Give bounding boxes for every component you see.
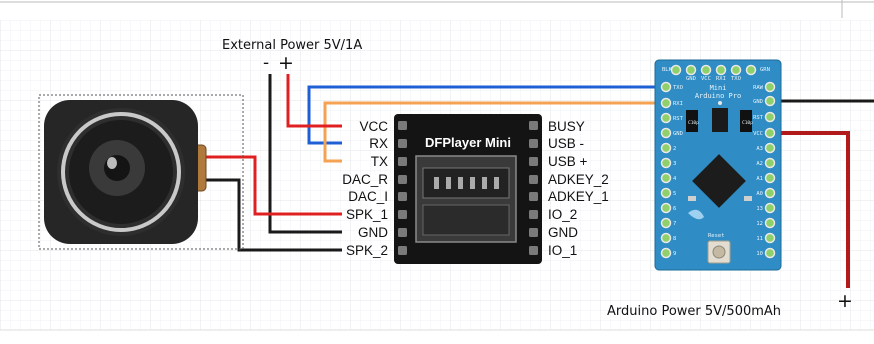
arduino-right-pin-12: 12 bbox=[756, 221, 763, 227]
reset-label: Reset bbox=[708, 233, 725, 239]
arduino-right-pin-a1: A1 bbox=[756, 176, 763, 182]
arduino-left-pin-rxi: RXI bbox=[673, 101, 683, 107]
logo-icon bbox=[688, 209, 704, 220]
arduino-left-pin-2: 2 bbox=[673, 146, 676, 152]
arduino-right-pin-13: 13 bbox=[756, 206, 763, 212]
capacitor-2-label: C10p bbox=[742, 120, 753, 126]
arduino-right-pin-11: 11 bbox=[756, 236, 763, 242]
dfplayer-pin-dac-l: DAC_I bbox=[348, 189, 388, 204]
dfplayer-mini-board: DFPlayer Mini bbox=[394, 114, 542, 264]
arduino-right-pin-rst: RST bbox=[753, 115, 764, 121]
arduino-left-pin-gnd: GND bbox=[673, 131, 683, 137]
arduino-left-pin-8: 8 bbox=[673, 236, 676, 242]
dfplayer-pin-usb-minus: USB - bbox=[548, 136, 584, 151]
arduino-left-pin-4: 4 bbox=[673, 176, 677, 182]
arduino-top-pin-txo: TXO bbox=[731, 76, 741, 82]
dfplayer-pin-gnd-left: GND bbox=[358, 225, 388, 240]
red-wire-arduino-power bbox=[766, 131, 850, 288]
arduino-top-pin-gnd: GND bbox=[686, 76, 696, 82]
external-power-plus: + bbox=[278, 52, 294, 74]
dfplayer-pin-dac-r: DAC_R bbox=[342, 172, 388, 187]
red-wire-vcc bbox=[286, 74, 342, 128]
arduino-right-pin-a3: A3 bbox=[756, 146, 763, 152]
speaker-selection-box bbox=[38, 94, 244, 250]
dfplayer-pin-io1: IO_1 bbox=[548, 243, 577, 258]
dfplayer-title: DFPlayer Mini bbox=[425, 135, 511, 150]
arduino-right-pin-a2: A2 bbox=[756, 161, 763, 167]
dfplayer-pin-vcc: VCC bbox=[359, 119, 388, 134]
dfplayer-pin-adkey2: ADKEY_2 bbox=[548, 172, 609, 187]
arduino-left-pin-9: 9 bbox=[673, 251, 676, 257]
arduino-name-line2: Arduino Pro bbox=[695, 92, 741, 100]
dfplayer-pin-gnd-right: GND bbox=[548, 225, 578, 240]
arduino-left-pads bbox=[660, 81, 672, 259]
capacitor-1 bbox=[686, 110, 698, 132]
arduino-right-pin-raw: RAW bbox=[753, 85, 764, 91]
arduino-top-pin-vcc: VCC bbox=[701, 76, 711, 82]
arduino-right-pin-a0: A0 bbox=[756, 191, 763, 197]
arduino-left-pin-rst: RST bbox=[673, 116, 684, 122]
dfplayer-pin-adkey1: ADKEY_1 bbox=[548, 189, 609, 204]
dfplayer-left-pads bbox=[398, 121, 407, 255]
arduino-left-pin-5: 5 bbox=[673, 191, 676, 197]
black-wire-gnd bbox=[268, 74, 342, 234]
external-power-label: External Power 5V/1A bbox=[222, 38, 362, 53]
dfplayer-pin-usb-plus: USB + bbox=[548, 154, 588, 169]
black-wire-spk2 bbox=[200, 178, 342, 252]
arduino-top-pin-rxi: RXI bbox=[716, 76, 726, 82]
speaker-ring bbox=[61, 112, 181, 232]
dfplayer-pin-busy: BUSY bbox=[548, 119, 585, 134]
arduino-right-pin-10: 10 bbox=[756, 251, 763, 257]
dfplayer-right-pads bbox=[529, 121, 538, 255]
dfplayer-pin-rx: RX bbox=[369, 136, 388, 151]
dfplayer-pin-spk2: SPK_2 bbox=[346, 243, 388, 258]
dfplayer-pin-tx: TX bbox=[371, 154, 388, 169]
capacitor-2 bbox=[740, 110, 752, 132]
dfplayer-pin-spk1: SPK_1 bbox=[346, 207, 388, 222]
external-power-minus: - bbox=[263, 53, 269, 73]
arduino-power-plus: + bbox=[837, 290, 853, 312]
arduino-name-line1: Mini bbox=[710, 84, 727, 92]
arduino-left-pin-3: 3 bbox=[673, 161, 676, 167]
arduino-top-pin-grn: GRN bbox=[760, 67, 770, 73]
speaker bbox=[38, 94, 244, 250]
arduino-right-pin-gnd: GND bbox=[753, 99, 763, 105]
arduino-left-pin-7: 7 bbox=[673, 221, 676, 227]
red-wire-spk1 bbox=[200, 155, 342, 216]
arduino-top-pin-blk: BLK bbox=[662, 67, 673, 73]
capacitor-1-label: C10p bbox=[688, 120, 699, 126]
arduino-power-label: Arduino Power 5V/500mAh bbox=[607, 304, 781, 319]
arduino-pro-mini-board: BLK GND VCC RXI TXO GRN Mini Arduino Pro bbox=[654, 59, 782, 271]
dfplayer-pin-io2: IO_2 bbox=[548, 207, 577, 222]
arduino-right-pads bbox=[764, 81, 776, 259]
voltage-regulator bbox=[712, 108, 728, 132]
arduino-top-pads bbox=[670, 64, 757, 76]
arduino-right-pin-vcc: VCC bbox=[753, 131, 763, 137]
orange-wire-tx bbox=[323, 101, 672, 163]
arduino-left-pin-txo: TXO bbox=[673, 85, 683, 91]
arduino-left-pin-6: 6 bbox=[673, 206, 676, 212]
